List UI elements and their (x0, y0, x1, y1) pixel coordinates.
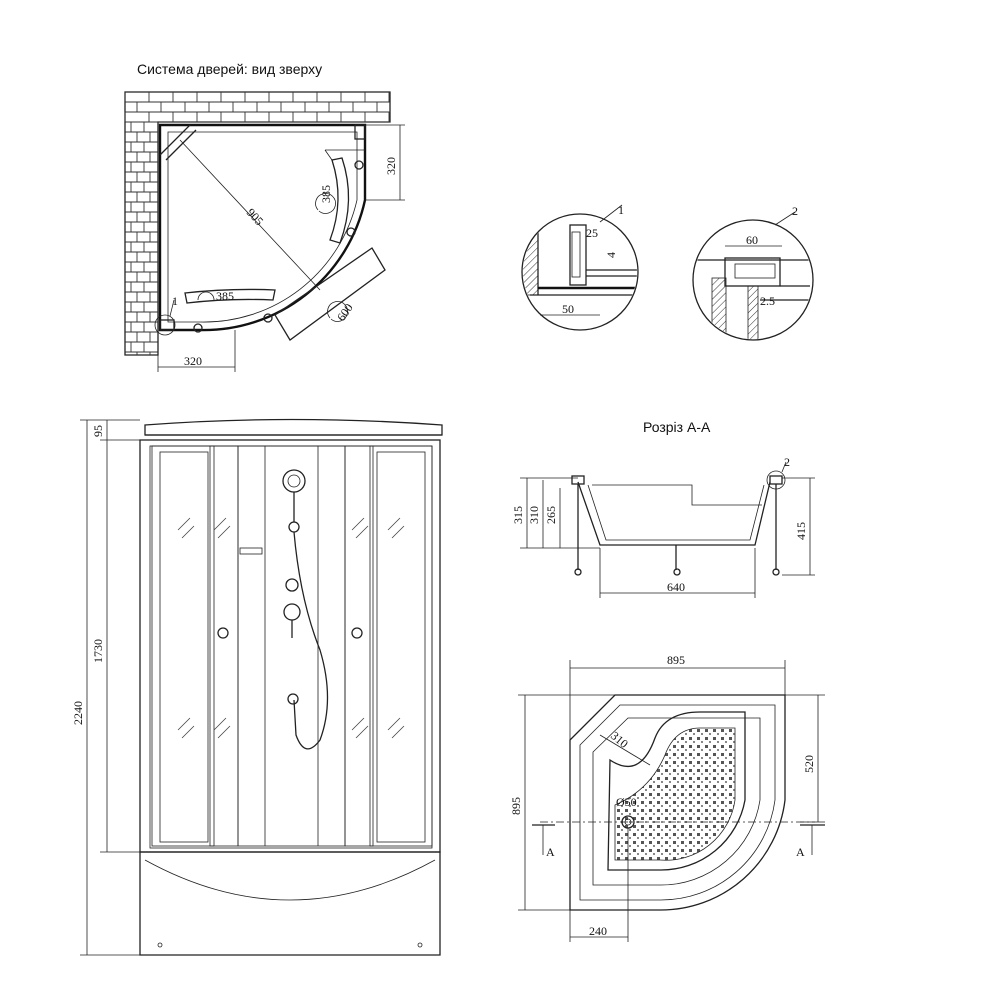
detail-1-dim-bottom: 50 (562, 302, 574, 316)
section-callout: 2 (784, 455, 790, 469)
top-view: Система дверей: вид зверху 905 (124, 61, 405, 372)
detail-1-callout: 1 (618, 203, 624, 217)
diagonal-dimension: 905 (244, 205, 267, 228)
section-h2: 310 (527, 506, 541, 524)
right-door-panel: 385 (315, 149, 365, 244)
tray-width: 895 (667, 653, 685, 667)
shelf (239, 547, 263, 555)
bottom-handle-dimension: 385 (216, 289, 234, 303)
left-door-handle (217, 627, 229, 639)
section-width: 640 (667, 580, 685, 594)
tray-right-dim: 520 (802, 755, 816, 773)
section-mark-left: A (546, 845, 555, 859)
bottom-door-panel: 385 (184, 288, 276, 304)
tray-depth: 895 (509, 797, 523, 815)
right-handle-dimension: 385 (319, 185, 333, 203)
section-aa: Розріз А-А 2 315 310 265 415 640 (511, 419, 815, 598)
right-side-dimension: 320 (384, 157, 398, 175)
opening-door: 600 (274, 247, 386, 341)
detail-2-dim-top: 60 (746, 233, 758, 247)
detail-1-marker (154, 314, 176, 336)
shower-head-icon (282, 469, 306, 493)
front-view: 2240 95 1730 (71, 418, 443, 956)
bottom-side-dimension: 320 (184, 354, 202, 368)
mixer-icon (283, 603, 301, 621)
roof (144, 418, 443, 436)
top-height-dimension: 95 (91, 425, 105, 437)
detail-2-dim-side: 2.5 (760, 294, 775, 308)
detail-1: 1 25 4 50 (521, 203, 639, 331)
anti-slip-surface (614, 727, 736, 861)
tray-plan: Ø50 310 A A 895 895 520 240 (509, 653, 825, 942)
glass-reflections (177, 517, 405, 739)
brick-wall (124, 91, 391, 356)
shower-hose (293, 531, 329, 750)
detail-2-callout: 2 (792, 204, 798, 218)
tray-front (139, 851, 441, 956)
top-view-callout: 1 (172, 294, 178, 308)
inner-radius: 310 (608, 729, 631, 751)
right-door-handle (351, 627, 363, 639)
section-h3: 265 (544, 506, 558, 524)
control-knob-icon (285, 578, 299, 592)
tray-profile (577, 481, 771, 546)
section-h1: 315 (511, 506, 525, 524)
door-opening-dimension: 600 (334, 301, 356, 324)
section-h-right: 415 (794, 522, 808, 540)
enclosure-outline (158, 123, 367, 333)
cabin-height-dimension: 1730 (91, 639, 105, 663)
back-panel (237, 445, 346, 847)
tray-bottom-dim: 240 (589, 924, 607, 938)
detail-2: 2 60 2.5 (692, 204, 814, 341)
section-title: Розріз А-А (643, 419, 711, 435)
detail-1-dim-top: 25 (586, 226, 598, 240)
tray-outline (569, 694, 786, 911)
total-height-dimension: 2240 (71, 701, 85, 725)
diagonal-dimension-line (179, 139, 321, 291)
detail-1-dim-side: 4 (604, 252, 618, 258)
drain-label: Ø50 (616, 795, 637, 809)
section-mark-right: A (796, 845, 805, 859)
top-view-title: Система дверей: вид зверху (137, 61, 322, 77)
